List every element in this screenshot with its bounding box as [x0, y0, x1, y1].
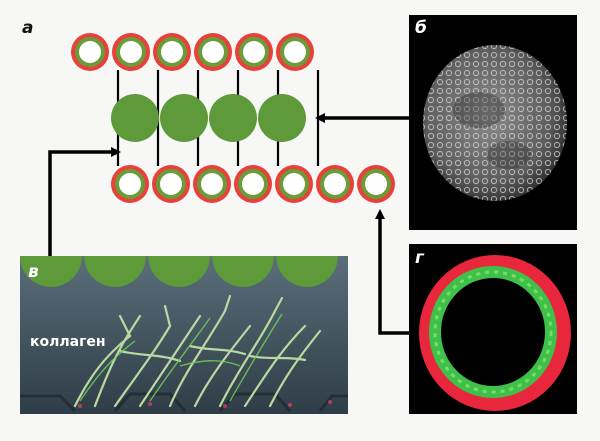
bottom-cell [357, 165, 395, 203]
core-cell [111, 94, 159, 142]
capillary-highlights [79, 313, 283, 402]
top-cell [71, 33, 109, 71]
core-cell-row [111, 94, 306, 142]
core-cell [160, 94, 208, 142]
panel-g-micrograph [409, 244, 577, 414]
top-spheroids [20, 256, 338, 287]
spheroid-image [423, 45, 567, 201]
bottom-cell [275, 165, 313, 203]
capillary-branches [73, 294, 322, 408]
collagen-label: коллаген [30, 334, 106, 350]
bottom-cell [152, 165, 190, 203]
panel-b-micrograph [409, 15, 577, 230]
arrow-up-icon [375, 209, 409, 335]
top-cell [153, 33, 191, 71]
bottom-cell [111, 165, 149, 203]
cell-dots [78, 400, 332, 408]
capillary-network-image [20, 256, 348, 414]
vessel-ring-image [419, 255, 571, 411]
top-cell [112, 33, 150, 71]
bottom-cell [234, 165, 272, 203]
top-cell-row [71, 33, 314, 71]
top-cell [276, 33, 314, 71]
core-cell [258, 94, 306, 142]
panel-label-a: а [22, 18, 34, 38]
bottom-cell [316, 165, 354, 203]
bottom-cell-row [111, 165, 395, 203]
core-cell [209, 94, 257, 142]
panel-v-micrograph [20, 256, 348, 414]
panel-label-g: г [415, 248, 424, 268]
panel-label-b: б [415, 18, 427, 38]
top-cell [194, 33, 232, 71]
arrow-right-icon [48, 147, 121, 258]
panel-label-v: в [28, 262, 39, 282]
top-cell [235, 33, 273, 71]
bottom-cell [193, 165, 231, 203]
channel-outlines [20, 392, 348, 413]
